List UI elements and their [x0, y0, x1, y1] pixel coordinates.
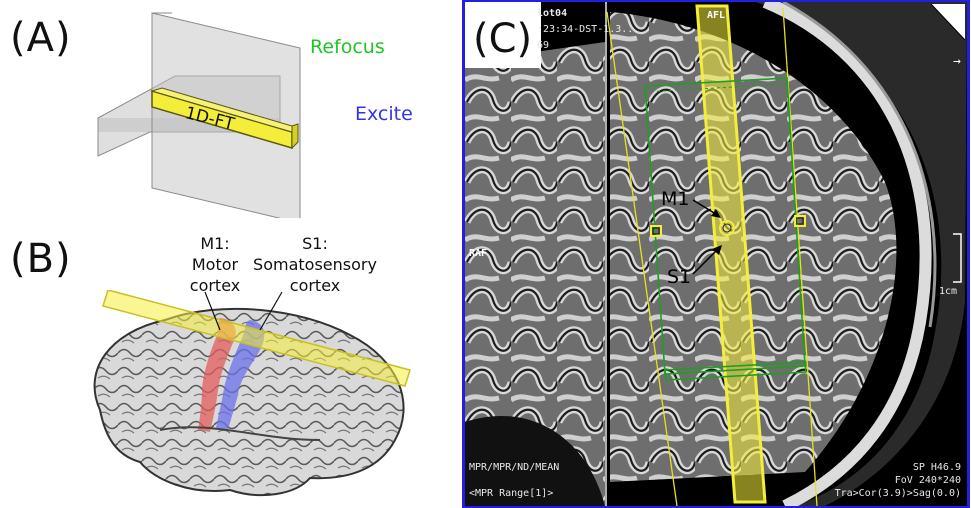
excite-label: Excite [355, 103, 413, 125]
overlay-mpr-range: <MPR Range[1]> [469, 488, 553, 500]
panel-c-label: (C) [473, 16, 532, 62]
m1-annotation: M1: Motor cortex [178, 233, 252, 296]
m1-line-2: Motor [178, 254, 252, 275]
overlay-series: lot04 [537, 8, 567, 20]
m1-line-3: cortex [178, 275, 252, 296]
overlay-mpr-mode: MPR/MPR/ND/MEAN [469, 462, 559, 474]
brain-illustration [70, 290, 430, 505]
orientation-left: RAF [469, 248, 487, 260]
s1-annotation: S1: Somatosensory cortex [250, 233, 380, 296]
panel-b-label: (B) [10, 239, 72, 279]
slice-selection-diagram: 1D-FT [80, 8, 330, 218]
mri-viewer[interactable]: (C) lot04 :23:34-DST-1.3... 69 AFL RAF →… [465, 2, 967, 506]
panel-c-label-box: (C) [465, 2, 541, 68]
refocus-label: Refocus [310, 36, 385, 58]
s1-line-3: cortex [250, 275, 380, 296]
scale-label: 1cm [939, 286, 957, 298]
overlay-slice: 69 [537, 40, 549, 52]
s1-mri-label: S1 [667, 266, 691, 288]
overlay-orientation-chain: Tra>Cor(3.9)>Sag(0.0) [835, 488, 961, 500]
m1-line-1: M1: [178, 233, 252, 254]
orientation-top: AFL [707, 10, 725, 22]
m1-mri-label: M1 [661, 188, 689, 210]
overlay-time: :23:34-DST-1.3... [537, 24, 639, 36]
s1-line-1: S1: [250, 233, 380, 254]
mri-image [465, 2, 967, 506]
panel-a-label: (A) [10, 18, 72, 58]
overlay-position: SP H46.9 [913, 462, 961, 474]
s1-line-2: Somatosensory [250, 254, 380, 275]
arrow-icon[interactable]: → [953, 56, 961, 68]
overlay-fov: FoV 240*240 [895, 475, 961, 487]
